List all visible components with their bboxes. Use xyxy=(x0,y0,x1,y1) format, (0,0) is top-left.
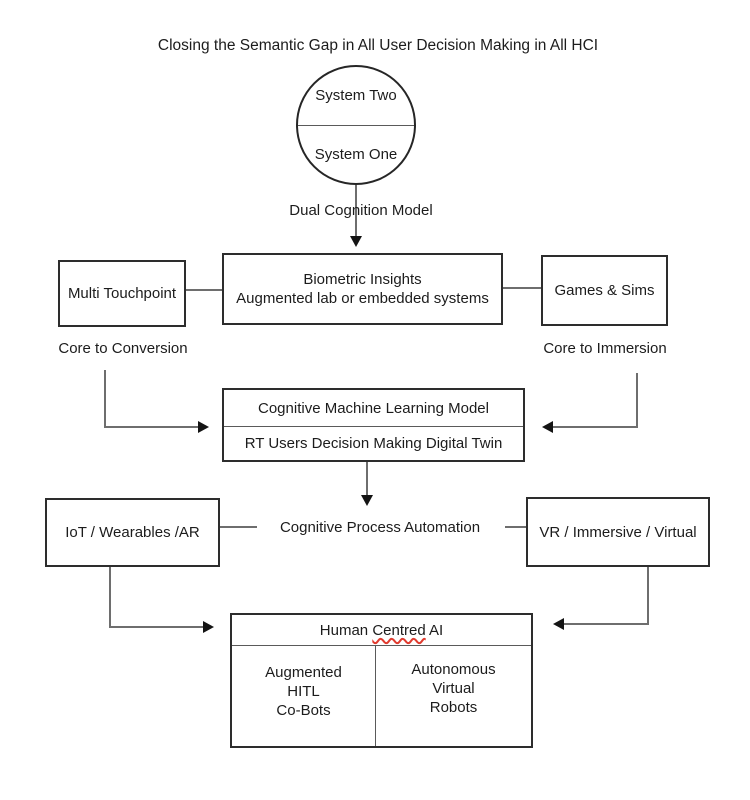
hcai-title: Human Centred AI xyxy=(319,621,444,639)
arrowhead-left-mlbox xyxy=(542,421,553,433)
connector-iot-elbow-v xyxy=(109,567,111,628)
system-one-half: System One xyxy=(298,126,414,184)
biometric-insights-line1: Biometric Insights xyxy=(303,271,422,288)
connector-vr-elbow-v xyxy=(647,567,649,625)
system-two-label: System Two xyxy=(315,87,397,105)
diagram-title: Closing the Semantic Gap in All User Dec… xyxy=(157,37,599,54)
hcai-right-cell: Autonomous Virtual Robots xyxy=(376,646,531,746)
connector-iot-elbow-h xyxy=(109,626,205,628)
digital-twin-label: RT Users Decision Making Digital Twin xyxy=(244,435,503,452)
dual-cognition-circle: System Two System One xyxy=(296,65,416,185)
connector-iot-to-cpa xyxy=(220,526,257,528)
hcai-right-line3: Robots xyxy=(429,699,478,716)
arrowhead-left-hcai xyxy=(553,618,564,630)
connector-multi-to-biometric xyxy=(186,289,222,291)
connector-cpa-to-vr xyxy=(505,526,526,528)
connector-vr-elbow-h xyxy=(564,623,649,625)
cognitive-process-automation-label: Cognitive Process Automation xyxy=(279,519,481,536)
connector-immersion-elbow-v xyxy=(636,373,638,428)
hcai-left-line3: Co-Bots xyxy=(276,702,331,719)
cognitive-ml-top-row: Cognitive Machine Learning Model xyxy=(224,390,523,427)
core-to-conversion-label: Core to Conversion xyxy=(58,340,188,357)
games-sims-box: Games & Sims xyxy=(541,255,668,326)
arrowhead-right-mlbox xyxy=(198,421,209,433)
hcai-title-misspelled-word: Centred xyxy=(372,621,426,639)
dual-cognition-caption: Dual Cognition Model xyxy=(289,202,433,219)
hcai-right-line1: Autonomous xyxy=(411,661,496,678)
cognitive-ml-label: Cognitive Machine Learning Model xyxy=(258,399,489,417)
iot-wearables-box: IoT / Wearables /AR xyxy=(45,498,220,567)
hcai-right-line2: Virtual xyxy=(432,680,475,697)
hcai-left-line1: Augmented xyxy=(265,664,342,681)
hcai-title-row: Human Centred AI xyxy=(232,615,531,646)
biometric-insights-line2: Augmented lab or embedded systems xyxy=(236,290,489,307)
connector-mlbox-to-cpa xyxy=(366,462,368,498)
core-to-immersion-label: Core to Immersion xyxy=(543,340,667,357)
system-two-half: System Two xyxy=(298,67,414,126)
arrowhead-right-hcai xyxy=(203,621,214,633)
hcai-left-cell: Augmented HITL Co-Bots xyxy=(232,646,376,746)
connector-immersion-elbow-h xyxy=(553,426,638,428)
connector-biometric-to-games xyxy=(503,287,541,289)
hcai-left-line2: HITL xyxy=(287,683,320,700)
arrowhead-down-biometric xyxy=(350,236,362,247)
vr-immersive-box: VR / Immersive / Virtual xyxy=(526,497,710,567)
arrowhead-down-cpa xyxy=(361,495,373,506)
cognitive-ml-bottom-row: RT Users Decision Making Digital Twin xyxy=(224,427,523,460)
system-one-label: System One xyxy=(314,145,398,163)
human-centred-ai-box: Human Centred AI Augmented HITL Co-Bots … xyxy=(230,613,533,748)
iot-wearables-label: IoT / Wearables /AR xyxy=(65,524,200,541)
multi-touchpoint-label: Multi Touchpoint xyxy=(67,285,177,302)
multi-touchpoint-box: Multi Touchpoint xyxy=(58,260,186,327)
vr-immersive-label: VR / Immersive / Virtual xyxy=(539,523,697,541)
biometric-insights-box: Biometric Insights Augmented lab or embe… xyxy=(222,253,503,325)
games-sims-label: Games & Sims xyxy=(554,282,655,299)
connector-conversion-elbow-h xyxy=(104,426,199,428)
cognitive-ml-box: Cognitive Machine Learning Model RT User… xyxy=(222,388,525,462)
connector-circle-to-biometric xyxy=(355,185,357,238)
connector-conversion-elbow-v xyxy=(104,370,106,428)
